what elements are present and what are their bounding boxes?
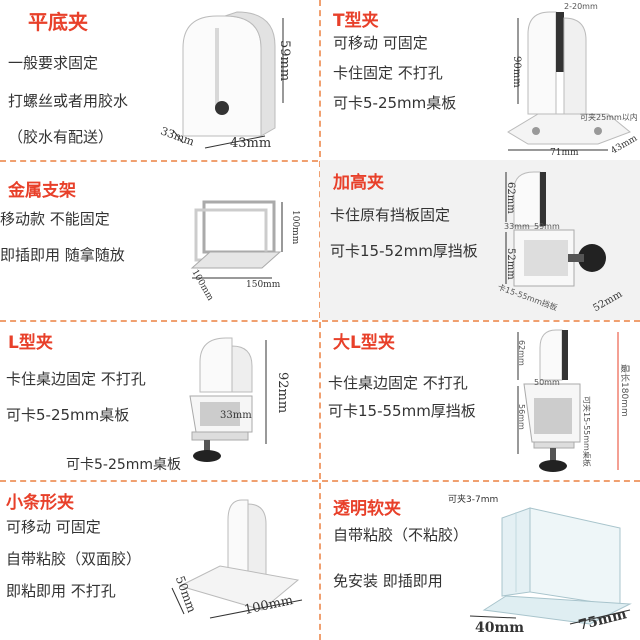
panel-metal-bracket: 金属支架 移动款 不能固定 即插即用 随拿随放 100mm 100mm 150m…: [0, 160, 320, 320]
flat-clip-image: [172, 11, 284, 149]
divider-column: [319, 0, 321, 640]
panel-line: 卡住原有挡板固定: [330, 206, 451, 224]
dim-height: 59mm: [277, 40, 292, 82]
dim-max: 最长180mm: [619, 364, 629, 417]
panel-title: 透明软夹: [333, 499, 401, 519]
dim-lower-height: 52mm: [505, 248, 516, 280]
dim-upper-height: 62mm: [505, 182, 516, 214]
l-clip-image: [189, 337, 267, 462]
panel-line: 自带粘胶（不粘胶）: [333, 526, 469, 544]
panel-title: T型夹: [333, 11, 379, 31]
panel-line: 即粘即用 不打孔: [6, 582, 116, 600]
dim-width: 59mm: [534, 222, 560, 231]
dim-upper-height: 62mm: [517, 340, 526, 366]
dim-height: 92mm: [275, 372, 290, 414]
panel-line: 可移动 可固定: [6, 518, 101, 536]
panel-line: 可卡15-52mm厚挡板: [330, 242, 478, 260]
t-clip-image: [507, 11, 631, 151]
panel-strip-clip: 小条形夹 可移动 可固定 自带粘胶（双面胶） 即粘即用 不打孔 50mm 100…: [0, 480, 320, 640]
raise-clip-image: [505, 171, 606, 287]
soft-clip-image: [469, 507, 632, 625]
panel-line: 免安装 即插即用: [333, 572, 443, 590]
panel-big-l-clip: 大L型夹 卡住桌边固定 不打孔 可卡15-55mm厚挡板 62mm 50mm 5…: [320, 320, 640, 480]
dim-height: 100mm: [290, 210, 300, 245]
panel-t-clip: T型夹 可移动 可固定 卡住固定 不打孔 可卡5-25mm桌板 2-20mm 9…: [320, 0, 640, 160]
panel-title: 金属支架: [8, 181, 76, 201]
dim-depth: 33mm: [220, 410, 252, 421]
panel-soft-clip: 透明软夹 自带粘胶（不粘胶） 免安装 即插即用 可夹3-7mm 40mm 75m…: [320, 480, 640, 640]
panel-l-clip: L型夹 卡住桌边固定 不打孔 可卡5-25mm桌板 92mm 33mm 可卡5-…: [0, 320, 320, 480]
panel-line: 卡住桌边固定 不打孔: [328, 374, 468, 392]
panel-line: 一般要求固定: [8, 54, 99, 72]
dim-clamp: 可夹25mm以内: [580, 113, 638, 122]
dim-clamp: 可夹15-55mm桌板: [582, 396, 591, 467]
dim-width: 150mm: [246, 280, 281, 290]
panel-line: 可卡5-25mm桌板: [6, 406, 130, 424]
dim-depth: 33mm: [504, 222, 530, 231]
dim-width: 71mm: [550, 148, 579, 158]
strip-clip-image: [171, 499, 303, 619]
dim-height: 90mm: [511, 56, 522, 88]
panel-caption: 可卡5-25mm桌板: [66, 457, 182, 473]
dim-gap: 2-20mm: [564, 2, 598, 11]
panel-raise-clip: 加高夹 卡住原有挡板固定 可卡15-52mm厚挡板 62mm 33mm 59mm…: [320, 160, 640, 320]
panel-flat-clip: 平底夹 一般要求固定 打螺丝或者用胶水 （胶水有配送） 59mm 33mm 43…: [0, 0, 320, 160]
metal-bracket-image: [190, 200, 283, 279]
panel-title: 平底夹: [28, 10, 88, 34]
panel-line: （胶水有配送）: [8, 128, 114, 146]
panel-line: 即插即用 随拿随放: [0, 246, 125, 264]
dim-width: 50mm: [534, 378, 560, 387]
dim-gap: 可夹3-7mm: [448, 495, 499, 505]
dim-depth: 40mm: [475, 620, 525, 636]
panel-line: 可卡5-25mm桌板: [333, 94, 457, 112]
panel-line: 打螺丝或者用胶水: [8, 92, 129, 110]
dim-lower-height: 56mm: [517, 404, 526, 430]
panel-line: 可卡15-55mm厚挡板: [328, 402, 476, 420]
dim-width: 43mm: [230, 136, 272, 151]
panel-line: 卡住桌边固定 不打孔: [6, 370, 146, 388]
panel-background: [320, 160, 640, 320]
panel-title: 加高夹: [333, 173, 384, 193]
panel-line: 可移动 可固定: [333, 34, 428, 52]
panel-title: 小条形夹: [6, 493, 74, 513]
big-l-clip-image: [517, 329, 619, 472]
panel-line: 移动款 不能固定: [0, 210, 110, 228]
panel-line: 卡住固定 不打孔: [333, 64, 443, 82]
panel-title: L型夹: [8, 333, 53, 353]
panel-line: 自带粘胶（双面胶）: [6, 550, 142, 568]
panel-title: 大L型夹: [333, 333, 395, 353]
